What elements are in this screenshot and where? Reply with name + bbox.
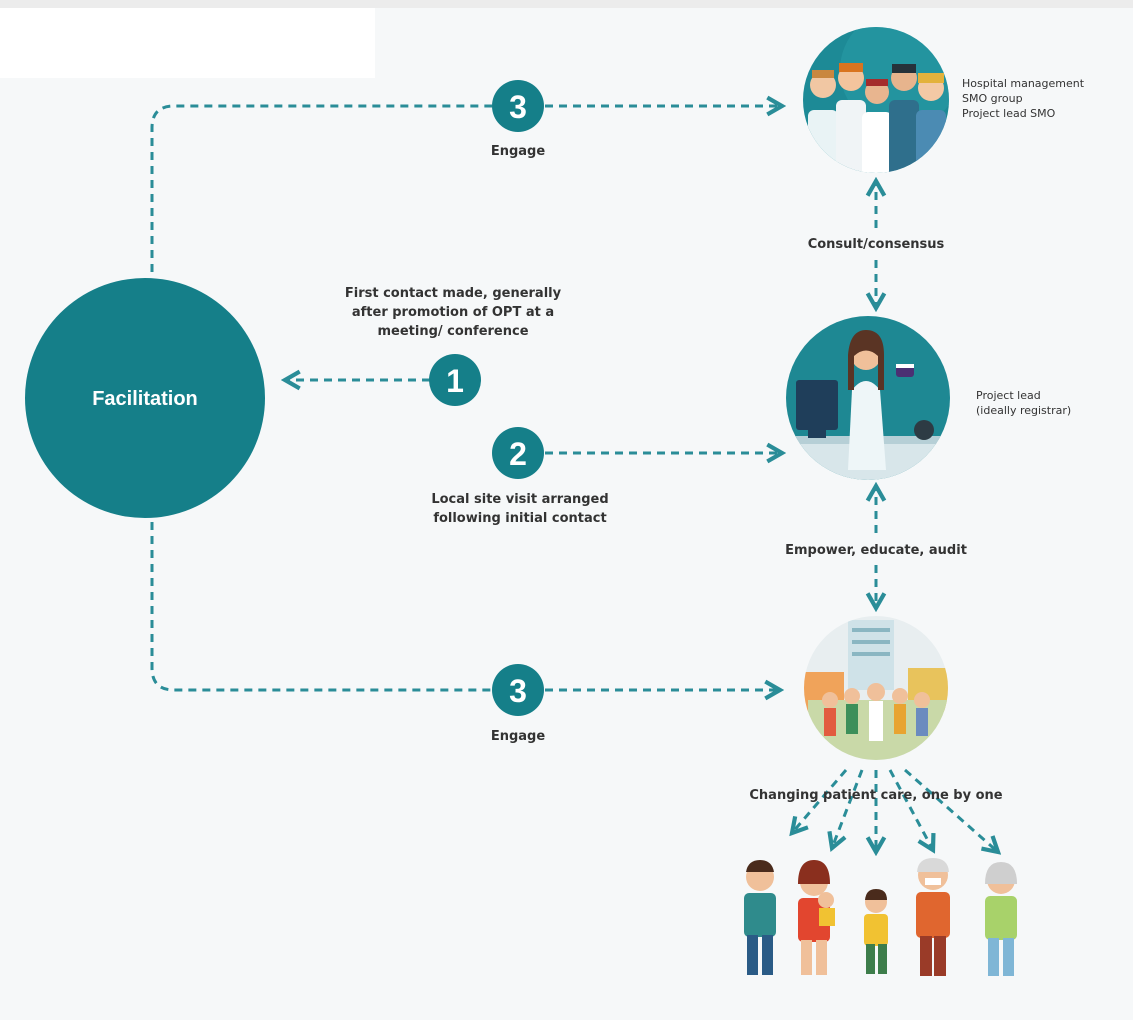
project-lead-roles: Project lead (ideally registrar) (976, 388, 1116, 418)
fan-arrow-5 (904, 768, 998, 852)
hospital-staff-illustration (803, 27, 949, 173)
step1-line: after promotion of OPT at a (351, 305, 555, 320)
community-illustration (804, 616, 948, 760)
hospital-role: Project lead SMO (962, 107, 1056, 120)
hospital-role: SMO group (962, 92, 1023, 105)
svg-text:2: 2 (509, 436, 527, 472)
step1-line: meeting/ conference (377, 324, 529, 339)
changing-care-label: Changing patient care, one by one (749, 788, 1003, 803)
white-patch (0, 8, 375, 78)
connector-bottom-loop (150, 522, 492, 692)
fan-arrow-4 (888, 769, 933, 850)
project-lead-illustration (786, 316, 950, 480)
project-lead-role: (ideally registrar) (976, 404, 1072, 417)
step2-line: following initial contact (433, 511, 607, 526)
svg-text:3: 3 (509, 673, 527, 709)
patient-mother-child (798, 860, 835, 975)
step2-description: Local site visit arranged following init… (400, 490, 640, 528)
badge-step-3-top: 3 (492, 80, 544, 132)
badge-step-3-bottom: 3 (492, 664, 544, 716)
facilitation-circle (25, 278, 265, 518)
svg-text:1: 1 (446, 363, 464, 399)
svg-text:3: 3 (509, 89, 527, 125)
patient-man (744, 860, 776, 975)
hospital-role: Hospital management (962, 77, 1085, 90)
step1-description: First contact made, generally after prom… (318, 284, 588, 341)
badge-step-2: 2 (492, 427, 544, 479)
step1-line: First contact made, generally (344, 286, 562, 301)
hospital-roles: Hospital management SMO group Project le… (962, 76, 1127, 121)
facilitation-label: Facilitation (92, 388, 198, 410)
consult-consensus-label: Consult/consensus (807, 237, 945, 252)
patient-old-woman (985, 862, 1017, 976)
badge-step-1: 1 (429, 354, 481, 406)
project-lead-role: Project lead (976, 389, 1041, 402)
top-strip (0, 0, 1133, 8)
patient-old-man (916, 858, 950, 976)
connector-top-loop (150, 104, 492, 272)
step2-line: Local site visit arranged (431, 492, 609, 507)
engage-label-top: Engage (490, 144, 546, 159)
empower-label: Empower, educate, audit (785, 543, 967, 558)
patient-child (864, 889, 888, 974)
engage-label-bottom: Engage (490, 729, 546, 744)
